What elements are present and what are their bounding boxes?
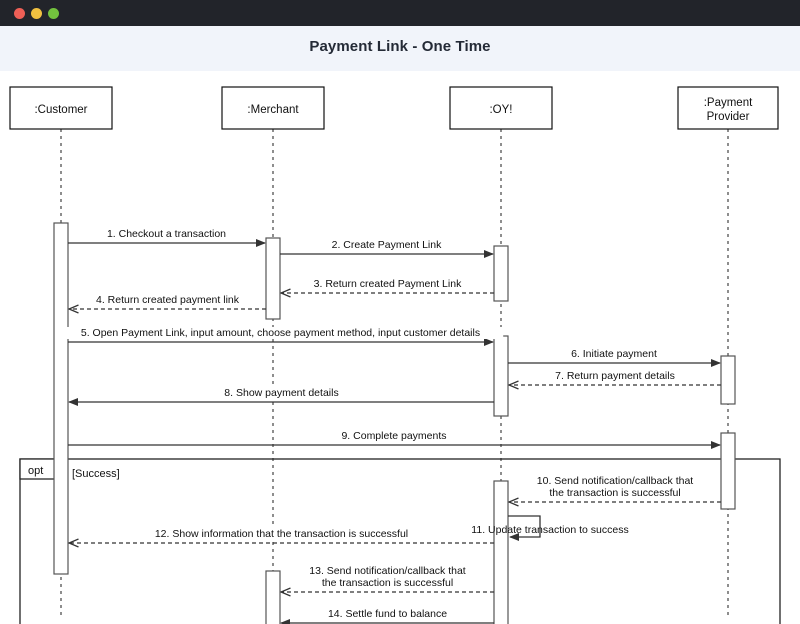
message-8-label-bg <box>215 387 348 399</box>
message-10-label-bg <box>532 487 698 499</box>
message-12-label: 12. Show information that the transactio… <box>155 528 408 540</box>
diagram-canvas: opt [Success] 1. Checkout a transaction 2. … <box>0 71 800 624</box>
message-11-line <box>508 515 541 541</box>
message-8-label: 8. Show payment details <box>224 387 338 399</box>
sequence-diagram: opt [Success] 1. Checkout a transaction 2. … <box>9 86 781 624</box>
activation-merchant <box>265 570 281 624</box>
message-9-label: 9. Complete payments <box>341 430 446 442</box>
message-1-label: 1. Checkout a transaction <box>107 228 226 240</box>
page-title: Payment Link - One Time <box>309 38 491 55</box>
activation-oy <box>493 335 509 417</box>
participant-label-oy: :OY! <box>489 104 512 116</box>
message-13-label: the transaction is successful <box>322 577 453 589</box>
activation-oy <box>493 245 509 302</box>
message-6-label: 6. Initiate payment <box>571 348 657 360</box>
message-1-label-bg <box>95 228 238 240</box>
maximize-button[interactable] <box>48 8 59 19</box>
window-titlebar <box>0 0 800 26</box>
message-13-label: 13. Send notification/callback that <box>309 565 466 577</box>
message-9-label-bg <box>336 430 452 442</box>
activation-provider <box>720 432 736 510</box>
message-13-label-bg <box>289 565 486 577</box>
message-10-label: 10. Send notification/callback that <box>537 475 694 487</box>
message-6-label-bg <box>558 348 670 360</box>
message-12-label-bg <box>129 528 434 540</box>
participant-label-provider: :Payment <box>704 97 753 109</box>
close-button[interactable] <box>14 8 25 19</box>
minimize-button[interactable] <box>31 8 42 19</box>
message-11-label: 11. Update transaction to success <box>471 524 628 536</box>
participant-label-provider: Provider <box>707 111 750 123</box>
message-14-label-bg <box>313 608 462 620</box>
participant-box-oy[interactable] <box>449 86 553 130</box>
fragment-kind-label: opt <box>28 465 43 477</box>
activation-oy <box>493 480 509 624</box>
message-7-label: 7. Return payment details <box>555 370 675 382</box>
participant-label-customer: :Customer <box>34 104 87 116</box>
message-3-label: 3. Return created Payment Link <box>314 278 462 290</box>
header-band <box>0 26 800 71</box>
message-10-label-bg <box>516 475 714 487</box>
message-7-label-bg <box>543 370 687 382</box>
message-13-label-bg <box>305 577 470 589</box>
message-14-label: 14. Settle fund to balance <box>328 608 447 620</box>
activation-customer <box>53 222 69 575</box>
message-10-label: the transaction is successful <box>549 487 680 499</box>
message-3-label-bg <box>302 278 473 290</box>
message-5-label: 5. Open Payment Link, input amount, choo… <box>81 327 480 339</box>
message-5-label-bg <box>57 327 504 339</box>
message-4-label: 4. Return created payment link <box>96 294 240 306</box>
fragment-opt <box>19 458 781 624</box>
participant-box-merchant[interactable] <box>221 86 325 130</box>
message-4-label-bg <box>82 294 253 306</box>
participant-box-provider[interactable] <box>677 86 779 130</box>
activation-provider <box>720 355 736 405</box>
participant-box-customer[interactable] <box>9 86 113 130</box>
activation-merchant <box>265 237 281 320</box>
message-2-label: 2. Create Payment Link <box>332 239 442 251</box>
fragment-guard-label: [Success] <box>72 468 120 480</box>
participant-label-merchant: :Merchant <box>247 104 299 116</box>
message-2-label-bg <box>323 239 450 251</box>
